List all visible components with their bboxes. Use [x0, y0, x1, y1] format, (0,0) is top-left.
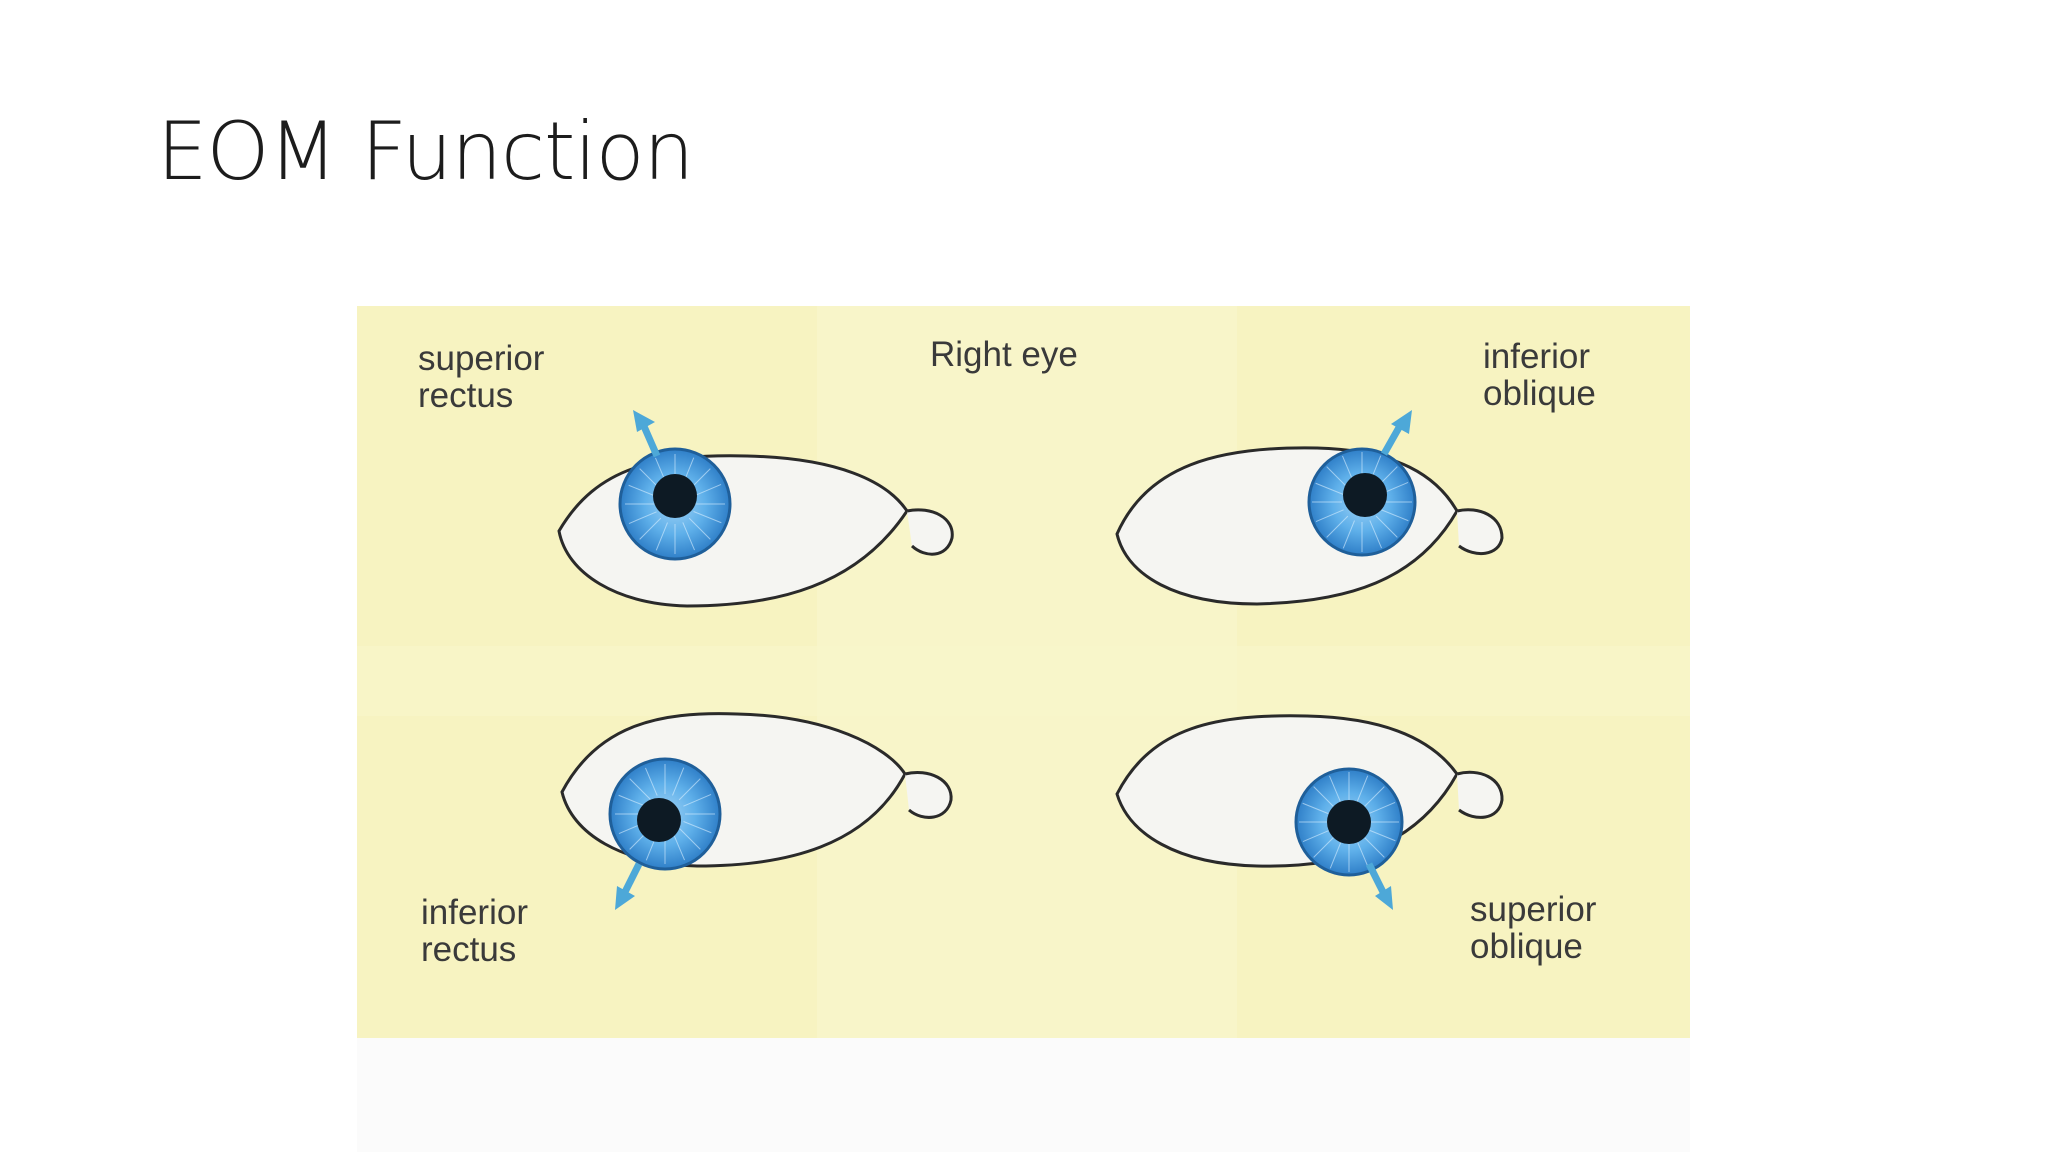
pupil: [653, 474, 697, 518]
figure-bottom-band: [357, 1038, 1690, 1152]
arrow-down-icon: [615, 862, 643, 910]
caruncle: [1456, 508, 1504, 555]
eye-inferior-oblique: [1115, 410, 1504, 606]
eye-muscle-figure: Right eye superior rectus inferior obliq…: [357, 306, 1690, 1038]
label-superior-oblique: superior oblique: [1470, 890, 1597, 966]
panel-midband: [357, 646, 1690, 716]
caruncle: [1456, 770, 1504, 819]
slide-title: EOM Function: [157, 105, 694, 198]
pupil: [1327, 800, 1371, 844]
pupil: [1343, 473, 1387, 517]
caruncle: [904, 771, 953, 819]
figure-title: Right eye: [930, 335, 1078, 374]
caruncle: [906, 508, 954, 556]
label-inferior-oblique: inferior oblique: [1483, 337, 1596, 413]
arrow-up-icon: [633, 410, 661, 458]
eye-inferior-rectus: [560, 712, 953, 910]
eye-muscle-diagram: [357, 306, 1690, 1038]
eye-superior-rectus: [557, 410, 954, 608]
label-inferior-rectus: inferior rectus: [421, 893, 528, 969]
eye-superior-oblique: [1115, 714, 1504, 910]
label-superior-rectus: superior rectus: [418, 339, 545, 415]
pupil: [637, 798, 681, 842]
arrow-up-right-icon: [1380, 410, 1412, 456]
arrow-down-right-icon: [1365, 862, 1393, 910]
